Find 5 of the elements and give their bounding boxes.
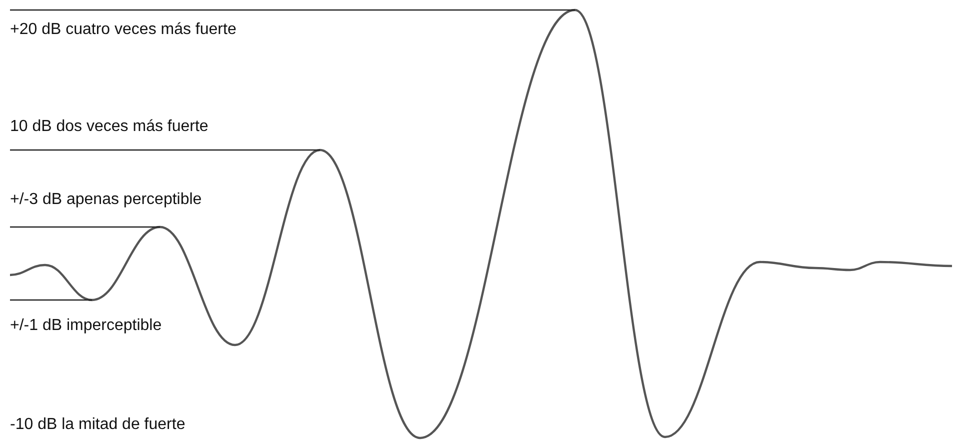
level-label: -10 dB la mitad de fuerte (10, 416, 186, 434)
level-label: +/-3 dB apenas perceptible (10, 191, 202, 209)
level-label: +/-1 dB imperceptible (10, 317, 162, 335)
level-label: +20 dB cuatro veces más fuerte (10, 21, 236, 39)
level-label: 10 dB dos veces más fuerte (10, 118, 208, 136)
